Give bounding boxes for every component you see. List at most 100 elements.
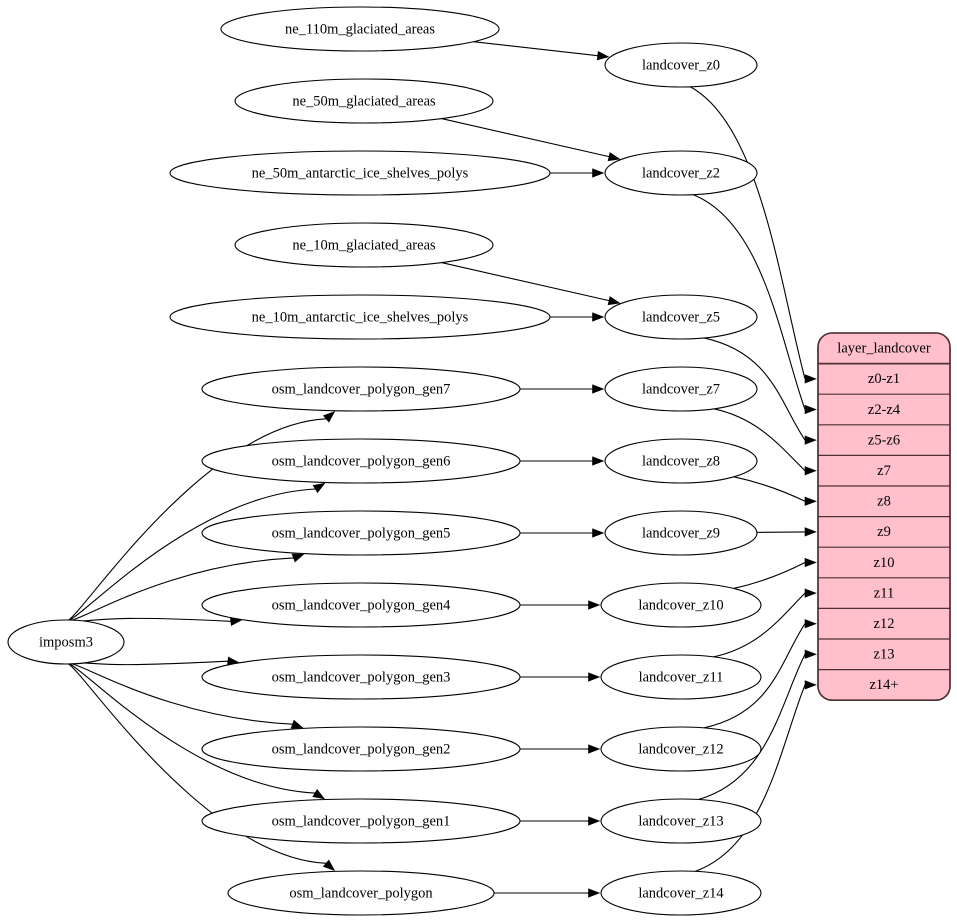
arrowhead-osm_landcover_polygon_gen6--landcover_z8 [592,456,605,466]
node-shape-osm_landcover_polygon_gen1 [201,798,521,844]
node-osm_landcover_polygon_gen5[interactable]: osm_landcover_polygon_gen5 [201,510,521,556]
node-label-ne_10m_glaciated_areas: ne_10m_glaciated_areas [292,237,436,253]
edge-landcover_z2--layer_landcover:z2-z4 [693,194,806,410]
node-landcover_z12[interactable]: landcover_z12 [600,726,762,772]
arrowhead-ne_110m_glaciated_areas--landcover_z0 [596,51,610,61]
arrowhead-landcover_z9--layer_landcover:z9 [804,527,817,537]
table-row-z0-z1[interactable]: z0-z1 [868,371,900,387]
arrowhead-landcover_z10--layer_landcover:z10 [804,557,817,568]
arrowhead-imposm3--osm_landcover_polygon_gen2 [290,719,304,729]
node-shape-landcover_z2 [604,150,758,196]
table-row-z13[interactable]: z13 [874,647,895,663]
table-row-z14+[interactable]: z14+ [869,677,898,693]
node-label-osm_landcover_polygon_gen1: osm_landcover_polygon_gen1 [272,813,451,829]
table-row-z12[interactable]: z12 [874,616,895,632]
edge-landcover_z8--layer_landcover:z8 [733,476,806,502]
edge-imposm3--osm_landcover_polygon [68,663,327,864]
arrowhead-imposm3--osm_landcover_polygon_gen5 [291,553,305,563]
edge-ne_10m_glaciated_areas--landcover_z5 [441,262,610,302]
arrowhead-landcover_z11--layer_landcover:z11 [804,588,817,598]
table-row-z11[interactable]: z11 [874,585,894,601]
node-shape-osm_landcover_polygon_gen7 [201,366,521,412]
node-ne_10m_antarctic_ice_shelves_polys[interactable]: ne_10m_antarctic_ice_shelves_polys [169,294,551,340]
arrowhead-landcover_z12--layer_landcover:z12 [804,619,817,629]
node-shape-landcover_z12 [600,726,762,772]
table-row-z2-z4[interactable]: z2-z4 [868,402,901,418]
node-osm_landcover_polygon_gen3[interactable]: osm_landcover_polygon_gen3 [201,654,521,700]
node-shape-landcover_z5 [604,294,758,340]
table-header-label: layer_landcover [837,341,931,357]
table-row-z8[interactable]: z8 [877,494,891,510]
node-landcover_z5[interactable]: landcover_z5 [604,294,758,340]
arrowhead-osm_landcover_polygon_gen4--landcover_z10 [588,600,601,610]
arrowhead-ne_10m_glaciated_areas--landcover_z5 [607,296,621,306]
node-osm_landcover_polygon_gen6[interactable]: osm_landcover_polygon_gen6 [201,438,521,484]
table-row-z10[interactable]: z10 [874,555,895,571]
node-shape-landcover_z11 [600,654,762,700]
arrowhead-osm_landcover_polygon--landcover_z14 [588,888,601,898]
node-shape-landcover_z0 [604,42,758,88]
node-landcover_z7[interactable]: landcover_z7 [604,366,758,412]
node-label-osm_landcover_polygon: osm_landcover_polygon [289,885,433,901]
node-shape-landcover_z10 [600,582,762,628]
arrowhead-landcover_z7--layer_landcover:z7 [804,466,817,476]
node-osm_landcover_polygon_gen7[interactable]: osm_landcover_polygon_gen7 [201,366,521,412]
node-landcover_z8[interactable]: landcover_z8 [604,438,758,484]
edge-landcover_z13--layer_landcover:z13 [698,654,806,801]
edge-landcover_z14--layer_landcover:z14+ [694,684,806,872]
node-label-landcover_z0: landcover_z0 [642,57,720,73]
node-shape-ne_50m_antarctic_ice_shelves_polys [169,150,551,196]
edge-imposm3--osm_landcover_polygon_gen6 [69,488,316,621]
node-label-osm_landcover_polygon_gen7: osm_landcover_polygon_gen7 [272,381,451,397]
node-label-landcover_z8: landcover_z8 [642,453,720,469]
node-landcover_z11[interactable]: landcover_z11 [600,654,762,700]
node-landcover_z0[interactable]: landcover_z0 [604,42,758,88]
node-label-landcover_z7: landcover_z7 [642,381,720,397]
node-label-ne_50m_glaciated_areas: ne_50m_glaciated_areas [292,93,436,109]
node-shape-ne_10m_antarctic_ice_shelves_polys [169,294,551,340]
node-shape-osm_landcover_polygon [227,870,495,916]
node-landcover_z13[interactable]: landcover_z13 [600,798,762,844]
node-osm_landcover_polygon[interactable]: osm_landcover_polygon [227,870,495,916]
node-shape-osm_landcover_polygon_gen5 [201,510,521,556]
node-label-landcover_z9: landcover_z9 [642,525,720,541]
node-osm_landcover_polygon_gen4[interactable]: osm_landcover_polygon_gen4 [201,582,521,628]
edge-imposm3--osm_landcover_polygon_gen4 [83,617,231,622]
node-osm_landcover_polygon_gen1[interactable]: osm_landcover_polygon_gen1 [201,798,521,844]
node-label-osm_landcover_polygon_gen2: osm_landcover_polygon_gen2 [272,741,451,757]
node-ne_110m_glaciated_areas[interactable]: ne_110m_glaciated_areas [220,6,500,52]
node-landcover_z10[interactable]: landcover_z10 [600,582,762,628]
node-label-ne_10m_antarctic_ice_shelves_polys: ne_10m_antarctic_ice_shelves_polys [252,309,469,325]
node-ne_50m_glaciated_areas[interactable]: ne_50m_glaciated_areas [234,78,494,124]
node-landcover_z9[interactable]: landcover_z9 [604,510,758,556]
node-label-osm_landcover_polygon_gen4: osm_landcover_polygon_gen4 [272,597,452,613]
arrowhead-landcover_z8--layer_landcover:z8 [804,496,817,506]
table-row-z5-z6[interactable]: z5-z6 [868,432,900,448]
node-ne_10m_glaciated_areas[interactable]: ne_10m_glaciated_areas [234,222,494,268]
arrowhead-landcover_z14--layer_landcover:z14+ [804,680,817,690]
arrowhead-imposm3--osm_landcover_polygon_gen6 [312,482,326,494]
arrowhead-ne_50m_glaciated_areas--landcover_z2 [607,152,621,162]
node-label-landcover_z2: landcover_z2 [642,165,720,181]
edge-imposm3--osm_landcover_polygon_gen2 [72,663,293,725]
arrowhead-imposm3--osm_landcover_polygon_gen1 [312,788,326,800]
node-ne_50m_antarctic_ice_shelves_polys[interactable]: ne_50m_antarctic_ice_shelves_polys [169,150,551,196]
node-label-landcover_z12: landcover_z12 [638,741,723,757]
node-label-landcover_z13: landcover_z13 [638,813,723,829]
node-imposm3[interactable]: imposm3 [7,619,125,665]
node-shape-landcover_z14 [600,870,762,916]
node-shape-landcover_z13 [600,798,762,844]
node-landcover_z14[interactable]: landcover_z14 [600,870,762,916]
node-shape-osm_landcover_polygon_gen3 [201,654,521,700]
table-layer_landcover[interactable]: layer_landcover z0-z1 z2-z4 z5-z6 z7 z8 z9 z10 z… [817,332,951,702]
node-osm_landcover_polygon_gen2[interactable]: osm_landcover_polygon_gen2 [201,726,521,772]
arrowhead-osm_landcover_polygon_gen5--landcover_z9 [592,528,605,538]
node-shape-landcover_z9 [604,510,758,556]
table-row-z7[interactable]: z7 [877,463,891,479]
node-landcover_z2[interactable]: landcover_z2 [604,150,758,196]
table-row-z9[interactable]: z9 [877,524,891,540]
arrowhead-osm_landcover_polygon_gen1--landcover_z13 [588,816,601,826]
node-label-osm_landcover_polygon_gen3: osm_landcover_polygon_gen3 [272,669,451,685]
node-shape-ne_50m_glaciated_areas [234,78,494,124]
